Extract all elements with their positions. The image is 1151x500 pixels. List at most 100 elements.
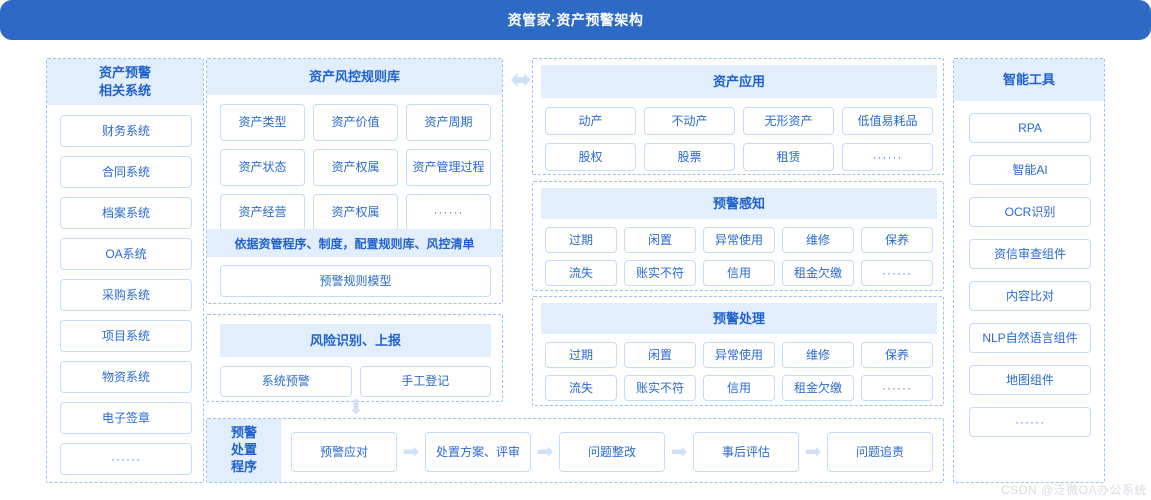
related-system-chip-4[interactable]: 采购系统 xyxy=(60,279,192,311)
panel-alert-sensing-header: 预警感知 xyxy=(541,188,937,219)
alert-sensing-chip-8[interactable]: 租金欠缴 xyxy=(782,260,854,286)
page-title: 资管家·资产预警架构 xyxy=(507,12,644,28)
down-arrow-glyph: ⬇ xyxy=(347,397,365,419)
asset-application-chip-2[interactable]: 无形资产 xyxy=(743,107,834,135)
alert-handling-chip-6[interactable]: 账实不符 xyxy=(624,375,696,401)
alert-handling-chip-5-line0: 流失 xyxy=(568,380,593,395)
risk-rule-chip-8[interactable]: ······ xyxy=(406,194,491,231)
panel-asset-application-header: 资产应用 xyxy=(541,65,937,98)
alert-handling-chip-3-line0: 维修 xyxy=(805,347,830,362)
risk-rule-chip-5-line1: 过程 xyxy=(460,160,485,174)
smart-tool-chip-5-line0: NLP自然语言组件 xyxy=(982,330,1078,345)
alert-sensing-chip-6[interactable]: 账实不符 xyxy=(624,260,696,286)
asset-application-chip-6-line0: 租赁 xyxy=(776,149,801,164)
risk-rule-chip-4[interactable]: 资产权属 xyxy=(313,149,398,186)
risk-rule-chip-5[interactable]: 资产管理过程 xyxy=(406,149,491,186)
alert-rule-model-chip[interactable]: 预警规则模型 xyxy=(220,265,491,297)
alert-handling-chip-9[interactable]: ······ xyxy=(861,375,933,401)
alert-handling-chip-4[interactable]: 保养 xyxy=(861,342,933,368)
flow-step-chip-3[interactable]: 事后评估 xyxy=(693,432,799,472)
asset-application-chip-0[interactable]: 动产 xyxy=(545,107,636,135)
risk-rule-chip-7[interactable]: 资产权属 xyxy=(313,194,398,231)
flow-step-chip-1[interactable]: 处置方案、评审 xyxy=(425,432,531,472)
alert-sensing-chip-0[interactable]: 过期 xyxy=(545,227,617,253)
asset-application-chip-4[interactable]: 股权 xyxy=(545,143,636,171)
asset-application-chip-3[interactable]: 低值易耗品 xyxy=(842,107,933,135)
smart-tool-chip-2[interactable]: OCR识别 xyxy=(969,197,1091,227)
risk-identification-chip-1[interactable]: 手工登记 xyxy=(359,366,491,397)
alert-sensing-chip-5[interactable]: 流失 xyxy=(545,260,617,286)
risk-rule-chip-0[interactable]: 资产类型 xyxy=(220,104,305,141)
alert-handling-chip-2[interactable]: 异常使用 xyxy=(703,342,775,368)
related-system-chip-3-line0: OA系统 xyxy=(105,246,147,261)
alert-sensing-chip-2-line0: 异常使用 xyxy=(714,232,763,247)
alert-handling-chip-5[interactable]: 流失 xyxy=(545,375,617,401)
smart-tool-chip-7[interactable]: ······ xyxy=(969,407,1091,437)
asset-application-chip-5[interactable]: 股票 xyxy=(644,143,735,171)
panel-risk-identification: 风险识别、上报 系统预警手工登记 xyxy=(206,314,503,402)
risk-rule-chip-8-line0: ······ xyxy=(433,205,464,219)
related-systems-title-line1: 资产预警 xyxy=(98,65,151,81)
alert-sensing-chip-1[interactable]: 闲置 xyxy=(624,227,696,253)
smart-tool-chip-4-line0: 内容比对 xyxy=(1005,288,1054,303)
alert-sensing-chip-2[interactable]: 异常使用 xyxy=(703,227,775,253)
smart-tool-chip-0-line0: RPA xyxy=(1018,120,1042,135)
panel-risk-identification-header: 风险识别、上报 xyxy=(220,324,491,357)
asset-application-chip-1[interactable]: 不动产 xyxy=(644,107,735,135)
asset-application-chip-7[interactable]: ······ xyxy=(842,143,933,171)
risk-rule-chip-1[interactable]: 资产价值 xyxy=(313,104,398,141)
alert-sensing-chip-4[interactable]: 保养 xyxy=(861,227,933,253)
flow-step-chip-2[interactable]: 问题整改 xyxy=(559,432,665,472)
related-systems-title-line2: 相关系统 xyxy=(98,83,151,98)
risk-rule-note: 依据资管程序、制度，配置规则库、风控清单 xyxy=(207,229,502,257)
smart-tool-chip-2-line0: OCR识别 xyxy=(1004,204,1056,219)
related-system-chip-7[interactable]: 电子签章 xyxy=(60,402,192,434)
flow-arrow-icon-2: ➡ xyxy=(536,441,554,463)
smart-tool-chip-1[interactable]: 智能AI xyxy=(969,155,1091,185)
alert-sensing-chip-3[interactable]: 维修 xyxy=(782,227,854,253)
related-system-chip-3[interactable]: OA系统 xyxy=(60,238,192,270)
risk-identification-chip-0[interactable]: 系统预警 xyxy=(220,366,352,397)
alert-sensing-chip-7[interactable]: 信用 xyxy=(703,260,775,286)
flow-step-chip-4[interactable]: 问题追责 xyxy=(827,432,933,472)
risk-rule-items: 资产类型资产价值资产周期资产状态资产权属资产管理过程资产经营资产权属······ xyxy=(220,104,491,231)
related-system-chip-0[interactable]: 财务系统 xyxy=(60,115,192,147)
smart-tool-chip-4[interactable]: 内容比对 xyxy=(969,281,1091,311)
smart-tool-chip-0[interactable]: RPA xyxy=(969,113,1091,143)
related-system-chip-5[interactable]: 项目系统 xyxy=(60,320,192,352)
related-system-chip-6[interactable]: 物资系统 xyxy=(60,361,192,393)
alert-handling-chip-8[interactable]: 租金欠缴 xyxy=(782,375,854,401)
risk-rule-chip-5-line0: 资产管理 xyxy=(412,160,461,174)
smart-tool-chip-6[interactable]: 地图组件 xyxy=(969,365,1091,395)
smart-tool-chip-5[interactable]: NLP自然语言组件 xyxy=(969,323,1091,353)
flow-step-chip-0[interactable]: 预警应对 xyxy=(291,432,397,472)
disposal-label-line3: 程序 xyxy=(230,458,257,474)
risk-rule-chip-3-line0: 资产状态 xyxy=(238,160,287,174)
smart-tool-chip-7-line0: ······ xyxy=(1015,414,1045,429)
risk-rule-chip-3[interactable]: 资产状态 xyxy=(220,149,305,186)
flow-arrow-icon-1: ➡ xyxy=(402,441,420,463)
risk-rule-chip-6[interactable]: 资产经营 xyxy=(220,194,305,231)
panel-risk-rule-library-header: 资产风控规则库 xyxy=(207,59,502,95)
alert-handling-chip-3[interactable]: 维修 xyxy=(782,342,854,368)
related-system-chip-1[interactable]: 合同系统 xyxy=(60,156,192,188)
related-system-chip-2[interactable]: 档案系统 xyxy=(60,197,192,229)
disposal-procedure-label: 预警 处置 程序 xyxy=(207,419,281,482)
risk-rule-chip-2[interactable]: 资产周期 xyxy=(406,104,491,141)
asset-application-chip-6[interactable]: 租赁 xyxy=(743,143,834,171)
smart-tool-chip-1-line0: 智能AI xyxy=(1012,162,1048,177)
alert-handling-chip-1[interactable]: 闲置 xyxy=(624,342,696,368)
risk-rule-chip-7-line0: 资产权属 xyxy=(331,205,380,219)
alert-sensing-chip-6-line0: 账实不符 xyxy=(635,265,684,280)
alert-handling-chip-0[interactable]: 过期 xyxy=(545,342,617,368)
alert-handling-chip-1-line0: 闲置 xyxy=(647,347,672,362)
related-system-chip-8[interactable]: ······ xyxy=(60,443,192,475)
smart-tools-list: RPA 智能AI OCR识别资信审查组件内容比对 NLP自然语言组件地图组件 ·····… xyxy=(969,113,1091,437)
risk-rule-chip-6-line0: 资产经营 xyxy=(238,205,287,219)
alert-sensing-chip-9-line0: ······ xyxy=(882,265,912,280)
alert-handling-chip-7[interactable]: 信用 xyxy=(703,375,775,401)
smart-tool-chip-3[interactable]: 资信审查组件 xyxy=(969,239,1091,269)
alert-sensing-chip-9[interactable]: ······ xyxy=(861,260,933,286)
asset-application-chip-4-line0: 股权 xyxy=(578,149,603,164)
